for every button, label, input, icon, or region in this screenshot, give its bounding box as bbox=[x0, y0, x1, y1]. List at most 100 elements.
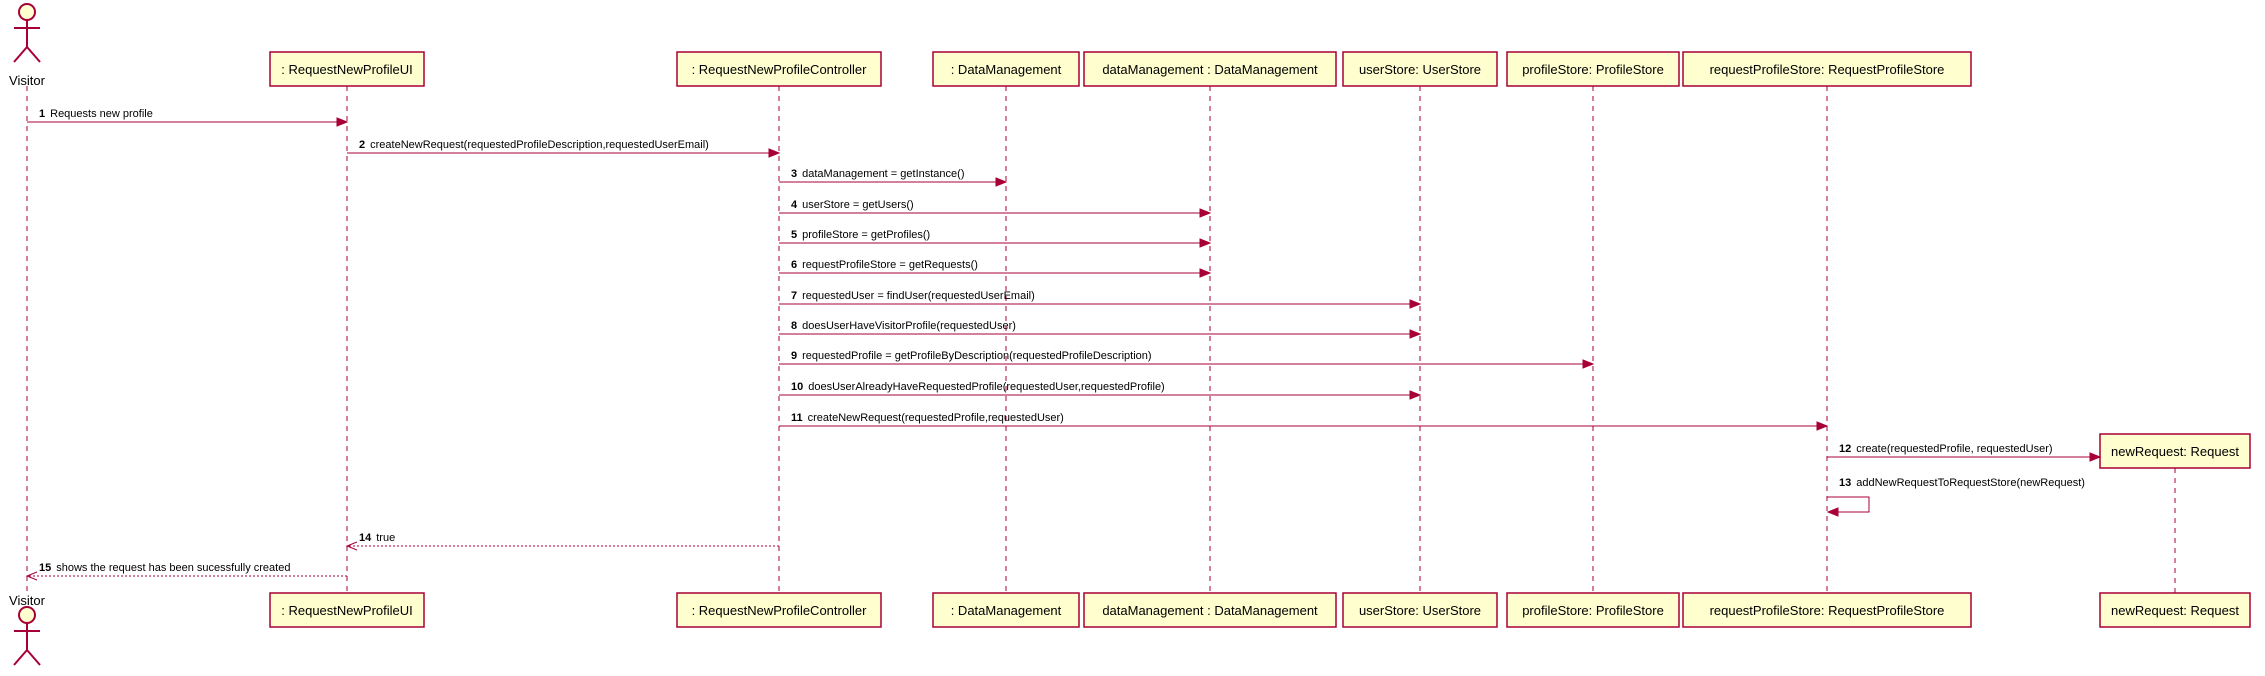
open-arrowhead-icon bbox=[25, 571, 38, 581]
message-label-14: 14 true bbox=[359, 532, 395, 544]
participant-box bbox=[1083, 51, 1337, 87]
message-text: requestProfileStore = getRequests() bbox=[802, 259, 978, 271]
arrowhead-icon bbox=[2089, 452, 2102, 462]
participant-box bbox=[269, 51, 425, 87]
actor-head-icon bbox=[18, 3, 36, 21]
message-text: dataManagement = getInstance() bbox=[802, 168, 964, 180]
message-number: 3 bbox=[791, 168, 797, 180]
arrowhead-icon bbox=[1582, 359, 1595, 369]
message-number: 2 bbox=[359, 139, 365, 151]
participant-label: profileStore: ProfileStore bbox=[1522, 62, 1664, 77]
message-label-6: 6 requestProfileStore = getRequests() bbox=[791, 259, 978, 271]
participant-box bbox=[1682, 592, 1972, 628]
participant-label: requestProfileStore: RequestProfileStore bbox=[1710, 62, 1945, 77]
participant-rps-top: requestProfileStore: RequestProfileStore bbox=[1682, 51, 1972, 87]
message-number: 13 bbox=[1839, 477, 1851, 489]
participant-label: profileStore: ProfileStore bbox=[1522, 603, 1664, 618]
participant-label: : RequestNewProfileController bbox=[692, 62, 868, 77]
message-text: addNewRequestToRequestStore(newRequest) bbox=[1856, 477, 2085, 489]
message-label-4: 4 userStore = getUsers() bbox=[791, 199, 914, 211]
message-13: 13 addNewRequestToRequestStore(newRequest… bbox=[1826, 477, 2085, 517]
participant-dm-bottom: : DataManagement bbox=[932, 592, 1080, 628]
message-number: 1 bbox=[39, 108, 45, 120]
message-number: 7 bbox=[791, 290, 797, 302]
arrowhead-icon bbox=[336, 117, 349, 127]
message-4: 4 userStore = getUsers() bbox=[779, 199, 1212, 218]
arrowhead-icon bbox=[1409, 390, 1422, 400]
message-number: 6 bbox=[791, 259, 797, 271]
message-7: 7 requestedUser = findUser(requestedUserE… bbox=[779, 290, 1422, 309]
message-text: profileStore = getProfiles() bbox=[802, 229, 930, 241]
message-text: doesUserHaveVisitorProfile(requestedUser… bbox=[802, 320, 1016, 332]
participant-label: newRequest: Request bbox=[2111, 444, 2239, 459]
message-label-13: 13 addNewRequestToRequestStore(newRequest… bbox=[1839, 477, 2085, 489]
message-6: 6 requestProfileStore = getRequests() bbox=[779, 259, 1212, 278]
participant-ui-top: : RequestNewProfileUI bbox=[269, 51, 425, 87]
message-label-5: 5 profileStore = getProfiles() bbox=[791, 229, 930, 241]
message-number: 14 bbox=[359, 532, 372, 544]
actor-label: Visitor bbox=[9, 593, 46, 608]
message-label-2: 2 createNewRequest(requestedProfileDescri… bbox=[359, 139, 709, 151]
message-number: 5 bbox=[791, 229, 797, 241]
message-number: 12 bbox=[1839, 443, 1851, 455]
participant-box bbox=[1342, 592, 1498, 628]
message-text: true bbox=[376, 532, 395, 544]
message-text: requestedProfile = getProfileByDescripti… bbox=[802, 350, 1151, 362]
actor-left-leg-icon bbox=[13, 46, 28, 63]
participant-label: dataManagement : DataManagement bbox=[1102, 603, 1318, 618]
participant-box bbox=[1083, 592, 1337, 628]
participant-box bbox=[676, 592, 882, 628]
actor-left-leg-icon bbox=[13, 649, 28, 666]
message-2: 2 createNewRequest(requestedProfileDescri… bbox=[347, 139, 781, 158]
message-12: 12 create(requestedProfile, requestedUser… bbox=[1827, 443, 2102, 462]
message-text: userStore = getUsers() bbox=[802, 199, 914, 211]
message-label-7: 7 requestedUser = findUser(requestedUserE… bbox=[791, 290, 1035, 302]
message-text: Requests new profile bbox=[50, 108, 153, 120]
arrowhead-icon bbox=[995, 177, 1008, 187]
message-line bbox=[1827, 496, 1870, 513]
arrowhead-icon bbox=[1409, 299, 1422, 309]
participant-label: userStore: UserStore bbox=[1359, 62, 1481, 77]
participant-box bbox=[932, 592, 1080, 628]
participant-ui-bottom: : RequestNewProfileUI bbox=[269, 592, 425, 628]
message-label-1: 1 Requests new profile bbox=[39, 108, 153, 120]
message-text: createNewRequest(requestedProfileDescrip… bbox=[370, 139, 709, 151]
participant-dmi-bottom: dataManagement : DataManagement bbox=[1083, 592, 1337, 628]
arrowhead-icon bbox=[1199, 238, 1212, 248]
message-14: 14 true bbox=[345, 532, 779, 551]
message-1: 1 Requests new profile bbox=[27, 108, 349, 127]
participant-us-bottom: userStore: UserStore bbox=[1342, 592, 1498, 628]
open-arrowhead-icon bbox=[345, 541, 358, 551]
message-number: 4 bbox=[791, 199, 798, 211]
participant-box bbox=[1506, 592, 1680, 628]
actor-label: Visitor bbox=[9, 73, 46, 88]
participant-label: : RequestNewProfileController bbox=[692, 603, 868, 618]
message-3: 3 dataManagement = getInstance() bbox=[779, 168, 1008, 187]
message-text: create(requestedProfile, requestedUser) bbox=[1856, 443, 2052, 455]
actor-visitor-bottom: Visitor bbox=[9, 593, 46, 666]
participant-dm-top: : DataManagement bbox=[932, 51, 1080, 87]
participant-rps-bottom: requestProfileStore: RequestProfileStore bbox=[1682, 592, 1972, 628]
actor-right-leg-icon bbox=[26, 46, 41, 63]
participant-box bbox=[932, 51, 1080, 87]
participant-label: : DataManagement bbox=[951, 62, 1062, 77]
participant-label: : DataManagement bbox=[951, 603, 1062, 618]
message-number: 11 bbox=[791, 412, 803, 424]
participant-us-top: userStore: UserStore bbox=[1342, 51, 1498, 87]
message-text: requestedUser = findUser(requestedUserEm… bbox=[802, 290, 1035, 302]
participant-label: dataManagement : DataManagement bbox=[1102, 62, 1318, 77]
message-label-12: 12 create(requestedProfile, requestedUser… bbox=[1839, 443, 2053, 455]
participant-label: userStore: UserStore bbox=[1359, 603, 1481, 618]
participant-label: newRequest: Request bbox=[2111, 603, 2239, 618]
actor-visitor-top: Visitor bbox=[9, 3, 46, 88]
message-text: createNewRequest(requestedProfile,reques… bbox=[808, 412, 1064, 424]
arrowhead-icon bbox=[1826, 507, 1839, 517]
message-number: 15 bbox=[39, 562, 51, 574]
